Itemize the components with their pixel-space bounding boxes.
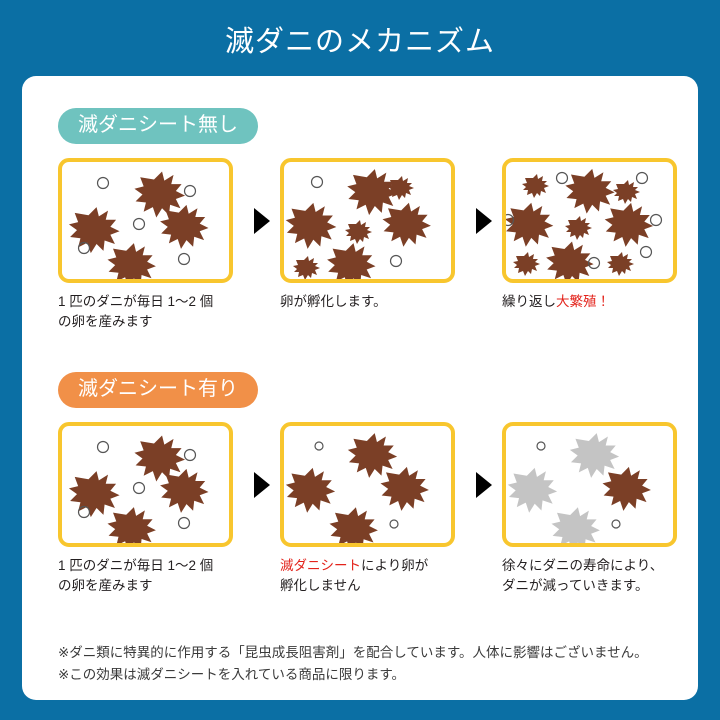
arrow-right-icon-1 (243, 158, 280, 283)
mite-scene-svg (68, 435, 209, 543)
caption-with-sheet-1: 1 匹のダニが毎日 1〜2 個 の卵を産みます (58, 556, 243, 597)
caption-line: 滅ダニシートにより卵が (280, 556, 465, 576)
illustration-mites-population-explosion (502, 158, 677, 283)
illustration-mites-few-with-eggs (58, 158, 233, 283)
footnote-line: ※この効果は滅ダニシートを入れている商品に限ります。 (58, 666, 406, 682)
step-with-sheet-1: 1 匹のダニが毎日 1〜2 個 の卵を産みます (58, 422, 243, 597)
arrow-right-icon-2 (465, 158, 502, 283)
caption-text-highlight: 大繁殖！ (556, 294, 610, 309)
step-without-sheet-1: 1 匹のダニが毎日 1〜2 個 の卵を産みます (58, 158, 243, 333)
arrow-right-icon-4 (465, 422, 502, 547)
panel-row-without-sheet: 1 匹のダニが毎日 1〜2 個 の卵を産みます (58, 158, 687, 333)
caption-line: 孵化しません (280, 578, 361, 594)
caption-with-sheet-3: 徐々にダニの寿命により、 ダニが減っていきます。 (502, 556, 687, 597)
arrow-right-icon-3 (243, 422, 280, 547)
caption-line: 1 匹のダニが毎日 1〜2 個 (58, 294, 214, 309)
footnote-line: ※ダニ類に特異的に作用する「昆虫成長阻害剤」を配合しています。人体に影響はござい… (58, 645, 648, 660)
mite-scene-svg (285, 433, 429, 543)
illustration-mites-hatching (280, 158, 455, 283)
footnotes: ※ダニ類に特異的に作用する「昆虫成長阻害剤」を配合しています。人体に影響はござい… (58, 642, 688, 686)
content-card: 滅ダニシート無し (22, 76, 698, 700)
step-without-sheet-2: 卵が孵化します。 (280, 158, 465, 312)
step-with-sheet-2: 滅ダニシートにより卵が 孵化しません (280, 422, 465, 597)
section-badge-with-sheet: 滅ダニシート有り (58, 372, 258, 408)
illustration-mites-eggs-not-hatching (280, 422, 455, 547)
panel-row-with-sheet: 1 匹のダニが毎日 1〜2 個 の卵を産みます (58, 422, 687, 597)
page-title-text: 滅ダニのメカニズム (224, 26, 495, 58)
mite-scene-svg (285, 169, 431, 279)
caption-line: 卵が孵化します。 (280, 294, 387, 309)
caption-without-sheet-2: 卵が孵化します。 (280, 292, 465, 312)
caption-line: 繰り返し大繁殖！ (502, 292, 687, 312)
caption-line: の卵を産みます (58, 314, 153, 330)
section-badge-without-sheet: 滅ダニシート無し (58, 108, 258, 144)
mite-scene-svg (68, 171, 209, 279)
caption-with-sheet-2: 滅ダニシートにより卵が 孵化しません (280, 556, 465, 597)
caption-line: 1 匹のダニが毎日 1〜2 個 (58, 558, 214, 573)
caption-text-plain: 繰り返し (502, 294, 556, 309)
caption-text-plain: により卵が (361, 558, 429, 573)
illustration-mites-few-with-eggs-2 (58, 422, 233, 547)
caption-line: ダニが減っていきます。 (502, 578, 649, 594)
caption-without-sheet-3: 繰り返し大繁殖！ (502, 292, 687, 312)
step-without-sheet-3: 繰り返し大繁殖！ (502, 158, 687, 312)
caption-line: 徐々にダニの寿命により、 (502, 558, 664, 573)
step-with-sheet-3: 徐々にダニの寿命により、 ダニが減っていきます。 (502, 422, 687, 597)
caption-text-highlight: 滅ダニシート (280, 558, 361, 573)
page-title: 滅ダニのメカニズム (0, 0, 720, 78)
illustration-mites-dying-off (502, 422, 677, 547)
mite-scene-svg (506, 168, 663, 279)
caption-without-sheet-1: 1 匹のダニが毎日 1〜2 個 の卵を産みます (58, 292, 243, 333)
mite-scene-svg (507, 433, 651, 543)
caption-line: の卵を産みます (58, 578, 153, 594)
